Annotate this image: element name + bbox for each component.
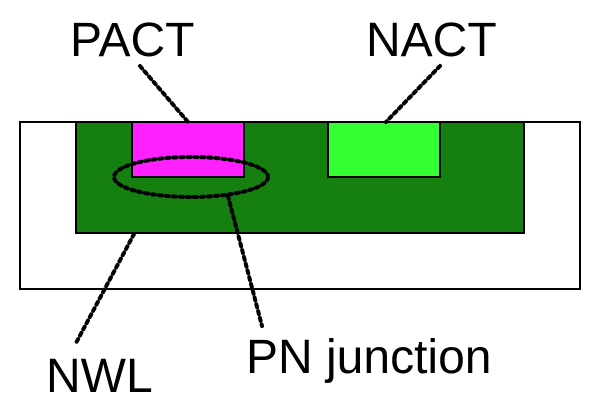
nact-region [327, 121, 441, 178]
pn-junction-leader-line [226, 194, 264, 328]
nwl-label: NWL [46, 350, 153, 403]
pact-leader-line [138, 64, 190, 124]
nact-label: NACT [366, 14, 497, 67]
nact-leader-line [384, 64, 442, 124]
pact-region [131, 121, 245, 178]
pn-junction-outline [112, 155, 270, 199]
pn-junction-label: PN junction [246, 331, 491, 384]
nwl-leader-line [74, 232, 136, 345]
pact-label: PACT [70, 14, 194, 67]
